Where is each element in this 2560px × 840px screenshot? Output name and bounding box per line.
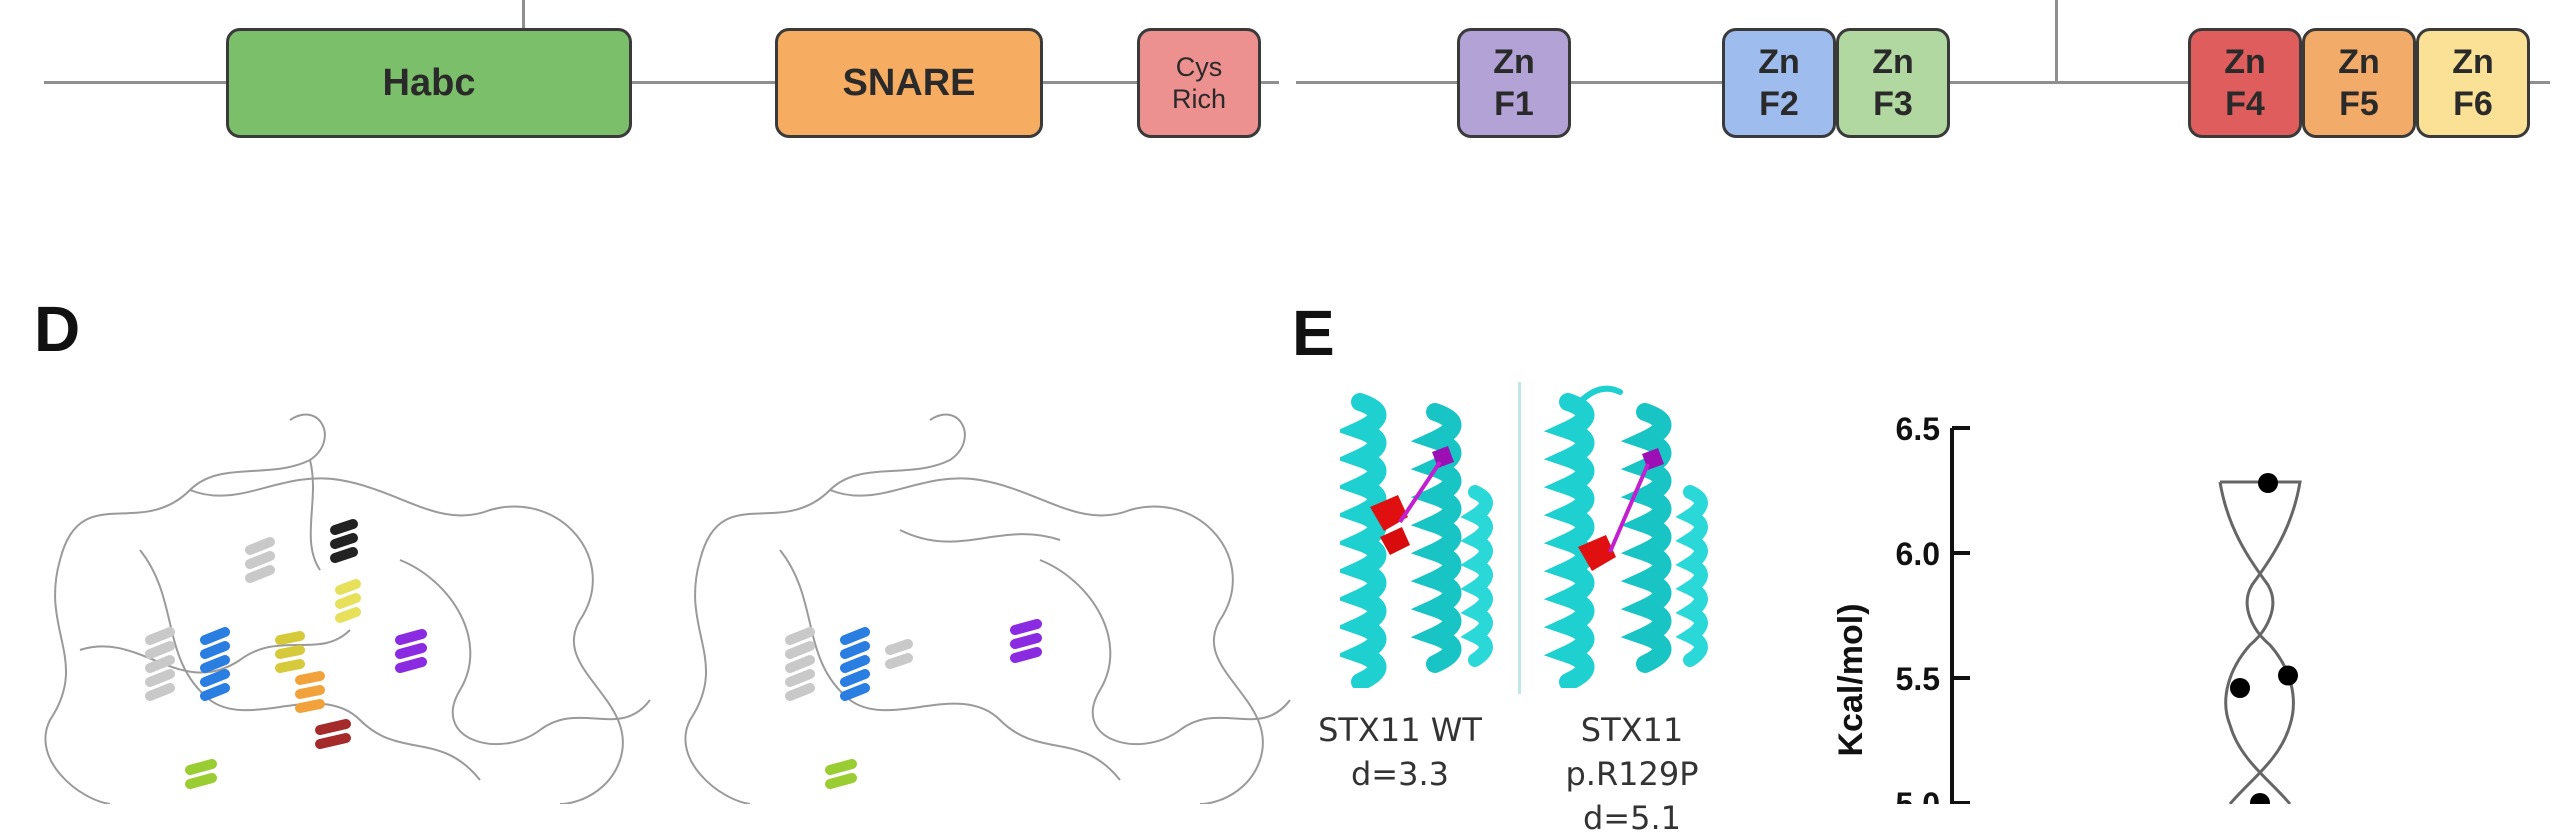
znf6-line-2: F6 [2453, 85, 2493, 123]
domain-znf3: Zn F3 [1836, 28, 1950, 138]
y-axis-label: Kcal/mol) [1832, 603, 1870, 756]
structure-divider [1518, 382, 1521, 694]
domain-snare: SNARE [775, 28, 1043, 138]
wt-name: STX11 WT [1318, 711, 1482, 749]
znf5-line-2: F5 [2339, 85, 2379, 123]
y-tick-label: 6.0 [1896, 536, 1940, 572]
domain-cys-rich: Cys Rich [1137, 28, 1261, 138]
domain-znf6: Zn F6 [2416, 28, 2530, 138]
znf5-line-1: Zn [2338, 43, 2380, 81]
domain-habc: Habc [226, 28, 632, 138]
panel-letter-e: E [1292, 297, 1335, 369]
y-tick-label: 5.0 [1896, 786, 1940, 804]
data-point [2258, 473, 2278, 493]
domain-cys-label-2: Rich [1171, 84, 1226, 114]
y-tick-label: 5.5 [1896, 661, 1940, 697]
domain-znf4: Zn F4 [2188, 28, 2302, 138]
domain-snare-label: SNARE [842, 61, 976, 104]
violin-shape [2218, 480, 2302, 804]
connector-line-right [2055, 0, 2058, 82]
helix-wt [1340, 393, 1493, 688]
znf1-line-2: F1 [1494, 85, 1534, 123]
znf6-line-1: Zn [2452, 43, 2494, 81]
domain-habc-label: Habc [382, 61, 476, 104]
data-point [2250, 793, 2270, 804]
domain-znf1: Zn F1 [1457, 28, 1571, 138]
znf3-line-2: F3 [1873, 85, 1913, 123]
znf4-line-1: Zn [2224, 43, 2266, 81]
protein-structure-mutant [684, 413, 1291, 804]
znf1-line-1: Zn [1493, 43, 1535, 81]
helix-mutant [1543, 385, 1708, 688]
structure-caption-mutant: STX11 p.R129P d=5.1 [1512, 708, 1752, 840]
data-point [2230, 678, 2250, 698]
data-point [2278, 665, 2298, 686]
znf2-line-2: F2 [1759, 85, 1799, 123]
znf2-line-1: Zn [1758, 43, 1800, 81]
panel-letter-d: D [34, 293, 81, 365]
mutant-name: STX11 p.R129P [1565, 711, 1699, 793]
znf4-line-2: F4 [2225, 85, 2265, 123]
y-tick-label: 6.5 [1896, 411, 1940, 447]
mutant-distance: d=5.1 [1582, 799, 1681, 837]
backbone-line-left [44, 81, 1279, 84]
violin-plot: Kcal/mol) 6.5 6.0 5.5 5.0 [1832, 411, 2302, 804]
connector-line-left [522, 0, 525, 30]
protein-structure-full [44, 413, 651, 804]
znf3-line-1: Zn [1872, 43, 1914, 81]
domain-znf2: Zn F2 [1722, 28, 1836, 138]
wt-distance: d=3.3 [1350, 755, 1449, 793]
structure-caption-wt: STX11 WT d=3.3 [1300, 708, 1500, 796]
domain-znf5: Zn F5 [2302, 28, 2416, 138]
domain-cys-label-1: Cys [1175, 52, 1223, 82]
